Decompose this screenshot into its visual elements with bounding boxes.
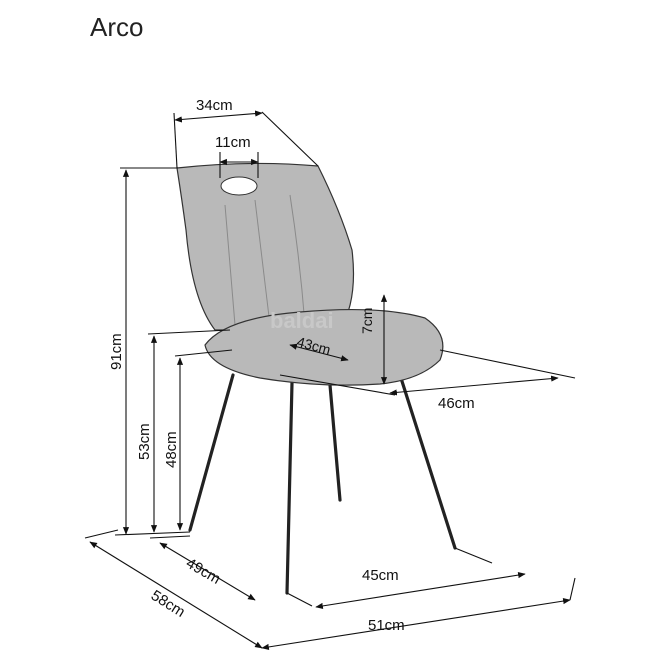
chair-back [176,162,355,331]
dim-label-seat-inner-height: 48cm [163,431,180,468]
dim-seat-height: 53cm [136,329,231,533]
watermark: baldai [270,308,334,333]
dim-seat-inner-height: 48cm [163,349,233,531]
front-right-leg [285,381,294,595]
dim-seat-width: 46cm [279,349,576,412]
dim-label-seat-height: 53cm [136,423,153,460]
chair-legs [188,373,457,595]
dim-seat-back-height: 7cm [359,294,388,385]
dim-label-seat-width: 46cm [438,395,475,412]
dim-label-back-top-width: 34cm [196,97,233,114]
dim-label-seat-back-height: 7cm [359,308,375,334]
dim-label-total-width: 51cm [368,617,405,634]
dim-leg-width: 45cm [315,567,526,609]
dim-label-total-height: 91cm [108,333,125,370]
dim-handle-width: 11cm [215,134,259,178]
dim-label-handle-width: 11cm [215,134,251,151]
dim-total-width: 51cm [261,577,576,650]
dim-total-depth: 58cm [84,529,263,649]
back-left-leg [328,383,342,502]
dim-total-height: 91cm [108,167,178,535]
floor-guides [114,531,493,607]
front-left-leg [188,373,235,532]
dim-leg-depth: 49cm [159,542,256,601]
dim-label-leg-width: 45cm [362,567,399,584]
dim-label-leg-depth: 49cm [183,555,223,588]
product-title: Arco [90,12,143,42]
back-right-leg [398,373,457,550]
dim-back-top-width: 34cm [173,97,319,169]
handle-cutout [220,176,258,196]
dim-label-total-depth: 58cm [148,587,188,621]
